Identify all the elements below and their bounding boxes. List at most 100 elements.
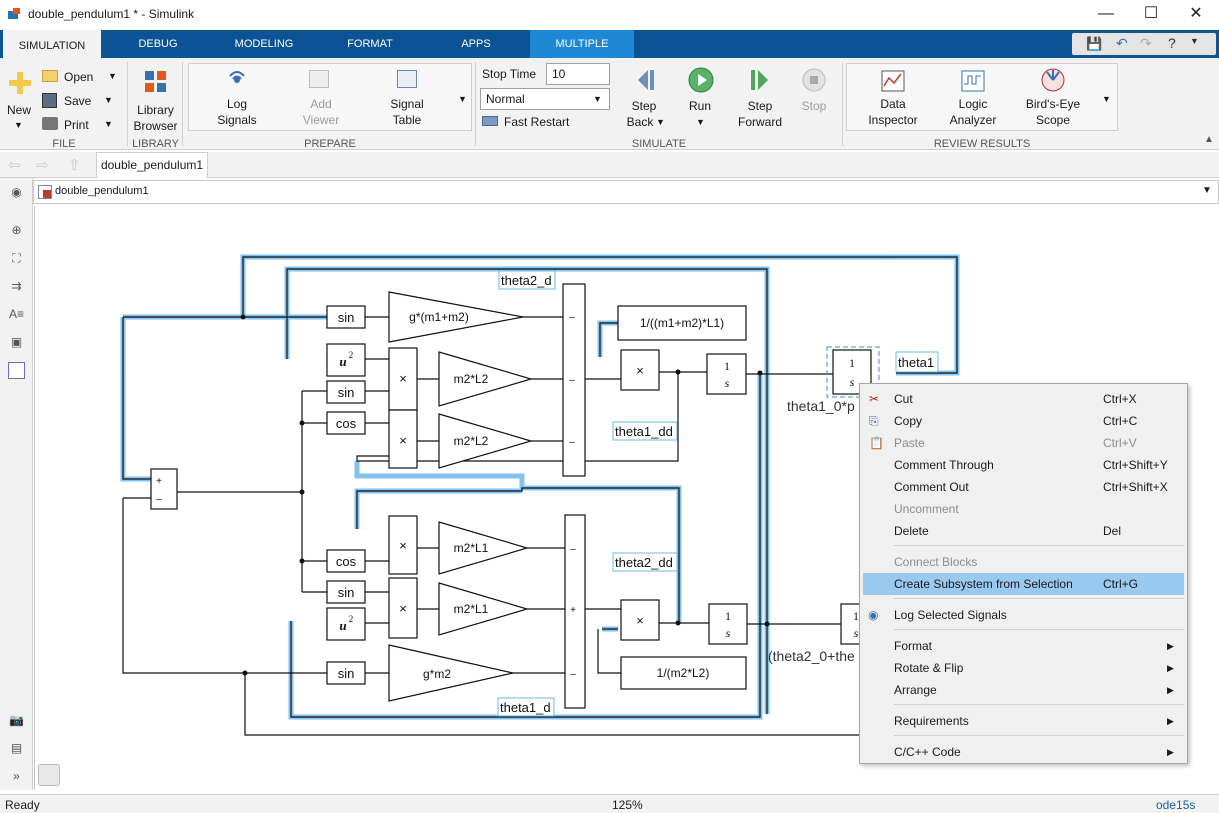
run-button[interactable]: Run: [688, 99, 711, 113]
product-block-5[interactable]: ×: [399, 601, 407, 616]
chevron-down-icon[interactable]: ▼: [696, 117, 705, 127]
fast-restart-button[interactable]: Fast Restart: [504, 115, 570, 129]
cos-block-2[interactable]: cos: [336, 554, 357, 569]
gain-block-m2-l2-a[interactable]: m2*L2: [454, 372, 489, 386]
help-icon[interactable]: ?: [1168, 35, 1176, 51]
library-browser-line2[interactable]: Browser: [133, 119, 178, 133]
add-viewer-line1[interactable]: Add: [310, 97, 332, 111]
step-forward-line2[interactable]: Forward: [737, 115, 782, 129]
step-back-line1[interactable]: Step: [631, 99, 657, 113]
menu-item-log-selected-signals[interactable]: ◉ Log Selected Signals: [860, 604, 1187, 626]
u-squared-block-1[interactable]: u: [339, 354, 346, 369]
annotation-icon[interactable]: A≡: [8, 307, 24, 321]
signal-table-line2[interactable]: Table: [392, 113, 422, 127]
print-button[interactable]: Print: [64, 118, 89, 132]
tab-simulation[interactable]: SIMULATION: [3, 30, 101, 58]
sin-block-2[interactable]: sin: [338, 385, 355, 400]
chevron-down-icon[interactable]: ▼: [1190, 36, 1199, 46]
gain-block-m2-l1-b[interactable]: m2*L1: [454, 602, 489, 616]
property-inspector-icon[interactable]: ▤: [10, 741, 23, 755]
product-block-1[interactable]: ×: [399, 371, 407, 386]
tab-apps[interactable]: APPS: [461, 38, 491, 50]
log-signals-line1[interactable]: Log: [226, 97, 248, 111]
database-icon[interactable]: [38, 764, 60, 786]
gain-block-g-m1-m2[interactable]: g*(m1+m2): [409, 310, 469, 324]
area-icon[interactable]: [8, 362, 25, 379]
model-tab[interactable]: double_pendulum1: [96, 152, 208, 178]
collapse-ribbon-icon[interactable]: ▲: [1204, 134, 1214, 145]
menu-item-connect-blocks[interactable]: Connect Blocks: [894, 555, 978, 569]
logic-analyzer-line2[interactable]: Analyzer: [949, 113, 997, 127]
logic-analyzer-line1[interactable]: Logic: [958, 97, 988, 111]
integrator-den-1[interactable]: s: [725, 376, 730, 390]
log-signals-line2[interactable]: Signals: [217, 113, 257, 127]
save-icon[interactable]: 💾: [1086, 36, 1103, 51]
tab-debug[interactable]: DEBUG: [138, 38, 178, 50]
expand-icon[interactable]: »: [13, 769, 20, 783]
redo-icon[interactable]: ↷: [1140, 35, 1152, 51]
close-button[interactable]: ✕: [1189, 5, 1203, 22]
signal-label-theta1-dd[interactable]: theta1_dd: [615, 424, 673, 439]
signal-table-line1[interactable]: Signal: [390, 97, 424, 111]
step-forward-line1[interactable]: Step: [747, 99, 773, 113]
menu-item-uncomment[interactable]: Uncomment: [894, 502, 959, 516]
add-viewer-line2[interactable]: Viewer: [302, 113, 340, 127]
tab-modeling[interactable]: MODELING: [234, 38, 294, 50]
save-button[interactable]: Save: [64, 94, 92, 108]
chevron-down-icon[interactable]: ▼: [458, 94, 467, 104]
fit-to-view-icon[interactable]: ⛶: [12, 251, 21, 265]
chevron-down-icon[interactable]: ▼: [104, 95, 113, 105]
u-squared-block-2[interactable]: u: [339, 618, 346, 633]
zoom-icon[interactable]: ⊕: [11, 223, 22, 237]
gain-block-inv-1[interactable]: 1/((m1+m2)*L1): [640, 316, 724, 330]
signal-label-theta2-d[interactable]: theta2_d: [501, 273, 552, 288]
signal-label-theta1-d[interactable]: theta1_d: [500, 700, 551, 715]
product-block-4[interactable]: ×: [399, 538, 407, 553]
integrator-den-2[interactable]: s: [850, 375, 855, 389]
sin-block-3[interactable]: sin: [338, 585, 355, 600]
back-arrow-icon[interactable]: ⇦: [8, 157, 21, 174]
chevron-down-icon[interactable]: ▼: [14, 120, 23, 130]
step-back-line2[interactable]: Back: [626, 115, 654, 129]
screenshot-icon[interactable]: 📷: [9, 713, 24, 727]
tab-format[interactable]: FORMAT: [347, 38, 393, 50]
sin-block-4[interactable]: sin: [338, 666, 355, 681]
chevron-down-icon[interactable]: ▼: [656, 117, 665, 127]
tab-multiple[interactable]: MULTIPLE: [530, 30, 634, 58]
product-block-2[interactable]: ×: [399, 433, 407, 448]
library-browser-line1[interactable]: Library: [137, 103, 174, 117]
image-icon[interactable]: ▣: [10, 335, 23, 349]
solver-link[interactable]: ode15s: [1156, 798, 1196, 812]
open-button[interactable]: Open: [64, 70, 94, 84]
birds-eye-scope-line2[interactable]: Scope: [1035, 113, 1071, 127]
stop-time-input[interactable]: 10: [546, 63, 610, 85]
menu-item-c-code[interactable]: C/C++ Code▶: [860, 741, 1187, 763]
data-inspector-line2[interactable]: Inspector: [868, 113, 918, 127]
gain-block-inv-2[interactable]: 1/(m2*L2): [657, 666, 710, 680]
integrator-den-4[interactable]: s: [854, 626, 859, 640]
undo-icon[interactable]: ↶: [1116, 35, 1128, 51]
maximize-button[interactable]: ☐: [1143, 5, 1159, 22]
new-button[interactable]: New: [6, 103, 31, 117]
forward-arrow-icon[interactable]: ⇨: [36, 157, 49, 174]
model-path[interactable]: double_pendulum1: [55, 185, 149, 197]
arrow-signals-icon[interactable]: ⇉: [11, 279, 22, 293]
chevron-down-icon[interactable]: ▼: [104, 119, 113, 129]
integrator-den-3[interactable]: s: [726, 626, 731, 640]
product-block-3[interactable]: ×: [636, 363, 644, 378]
birds-eye-scope-line1[interactable]: Bird's-Eye: [1025, 97, 1081, 111]
simulation-mode-select[interactable]: Normal ▼: [480, 88, 610, 110]
sin-block-1[interactable]: sin: [338, 310, 355, 325]
chevron-down-icon[interactable]: ▼: [108, 71, 117, 81]
signal-label-theta1[interactable]: theta1: [898, 355, 934, 370]
data-inspector-line1[interactable]: Data: [880, 97, 906, 111]
gain-block-m2-l1-a[interactable]: m2*L1: [454, 541, 489, 555]
gain-block-g-m2[interactable]: g*m2: [423, 667, 451, 681]
minimize-button[interactable]: —: [1098, 5, 1114, 22]
